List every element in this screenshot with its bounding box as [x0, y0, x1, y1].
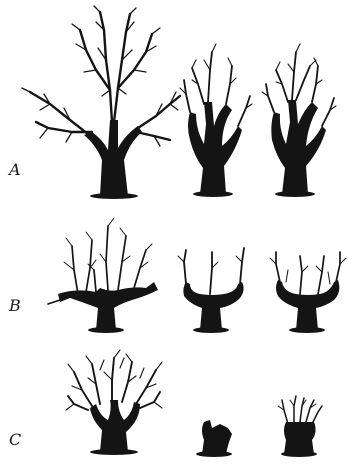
tree-a2: [180, 44, 252, 197]
tree-b3: [270, 252, 346, 333]
tree-c1: [66, 350, 162, 455]
tree-b1: [48, 218, 158, 333]
tree-a1: [22, 6, 180, 199]
tree-c3: [278, 396, 322, 457]
tree-c2: [196, 420, 232, 457]
tree-a3: [262, 44, 336, 197]
tree-b2: [178, 248, 244, 333]
